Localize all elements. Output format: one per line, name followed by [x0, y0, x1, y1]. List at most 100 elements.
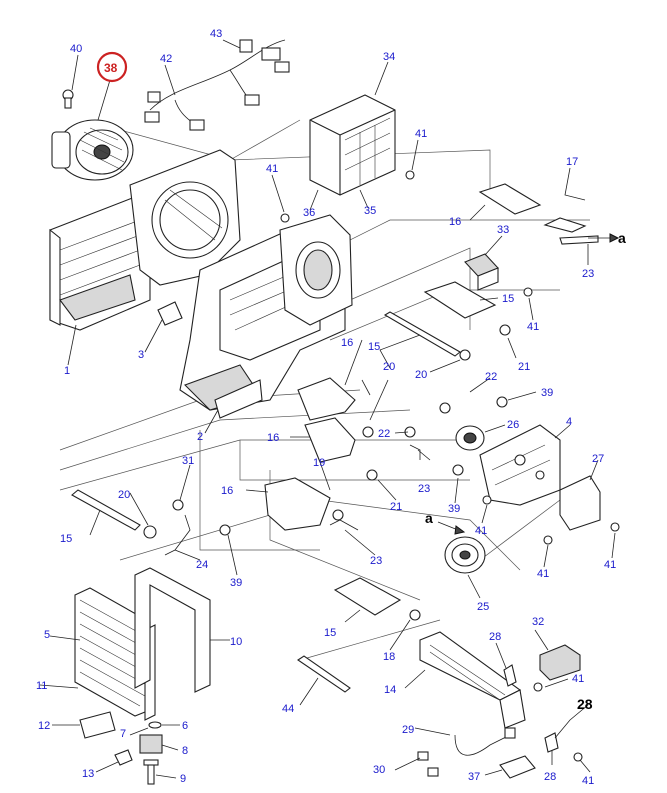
callout-20-b: 20 [415, 369, 427, 381]
actuator-33 [464, 253, 499, 291]
clip-28-a [503, 664, 517, 687]
callout-26: 26 [507, 419, 519, 431]
callout-38: 38 [104, 61, 118, 75]
callout-22-a: 22 [485, 371, 497, 383]
callout-16-d: 16 [221, 485, 233, 497]
callout-41-g: 41 [572, 673, 584, 685]
door-plate-16-b [297, 377, 356, 421]
callout-41-f: 41 [604, 559, 616, 571]
lever-17 [543, 217, 599, 245]
callout-6: 6 [182, 720, 188, 732]
callout-15-a: 15 [502, 293, 514, 305]
heater-case-right [279, 214, 353, 326]
callout-37: 37 [468, 771, 480, 783]
door-plate-16-a [478, 183, 542, 215]
callout-33: 33 [497, 224, 509, 236]
shaft-15-c [71, 489, 141, 531]
wire-29 [454, 727, 516, 756]
callout-24: 24 [196, 559, 208, 571]
fan-25 [444, 536, 486, 574]
filter-box [309, 94, 396, 196]
callout-16-a: 16 [449, 216, 461, 228]
valve-8 [139, 734, 163, 754]
callout-39-c: 39 [230, 577, 242, 589]
callout-8: 8 [182, 745, 188, 757]
callout-1: 1 [64, 365, 70, 377]
plate-15-d [333, 577, 402, 616]
callout-14: 14 [384, 684, 396, 696]
callout-41-b: 41 [266, 163, 278, 175]
callout-28-c: 28 [544, 771, 556, 783]
callout-10: 10 [230, 636, 242, 648]
callout-41-a: 41 [415, 128, 427, 140]
callout-40: 40 [70, 43, 82, 55]
callout-18: 18 [383, 651, 395, 663]
case-cover-10 [134, 567, 211, 693]
callout-43: 43 [210, 28, 222, 40]
callout-2: 2 [197, 431, 203, 443]
clip-3 [157, 301, 183, 326]
actuator-27 [559, 475, 601, 531]
callout-15-d: 15 [324, 627, 336, 639]
callout-9: 9 [180, 773, 186, 785]
callout-labels: 40 38 42 43 34 41 41 36 35 17 16 a 33 23… [36, 28, 626, 787]
callout-42: 42 [160, 53, 172, 65]
callout-16-c: 16 [267, 432, 279, 444]
callout-41-d: 41 [475, 525, 487, 537]
o-ring-6 [148, 721, 162, 729]
callout-36: 36 [303, 207, 315, 219]
callout-7: 7 [120, 728, 126, 740]
callout-21-a: 21 [518, 361, 530, 373]
callout-15-b: 15 [368, 341, 380, 353]
rod-44 [297, 655, 351, 693]
callout-39-b: 39 [448, 503, 460, 515]
fan-scroll-housing [129, 149, 241, 286]
bolt-9 [143, 759, 159, 785]
screws-39 [219, 396, 508, 536]
callout-30: 30 [373, 764, 385, 776]
wire-harness [144, 39, 290, 131]
highlight-circle-38 [96, 51, 128, 83]
callout-20-c: 20 [118, 489, 130, 501]
callout-41-i: 41 [582, 775, 594, 787]
callout-15-c: 15 [60, 533, 72, 545]
callout-44: 44 [282, 703, 294, 715]
seal-12 [79, 711, 116, 739]
callout-28-a: 28 [489, 631, 501, 643]
callout-12: 12 [38, 720, 50, 732]
callout-27: 27 [592, 453, 604, 465]
duct-housing-left [49, 194, 151, 331]
callout-a-top: a [618, 230, 626, 246]
bolt-40 [62, 89, 74, 109]
cover-32 [539, 644, 581, 681]
screws-41 [280, 170, 620, 762]
callout-35: 35 [364, 205, 376, 217]
callout-29: 29 [402, 724, 414, 736]
callout-31: 31 [182, 455, 194, 467]
callout-41-e: 41 [537, 568, 549, 580]
callout-28-b: 28 [577, 696, 593, 712]
leader-lines [39, 39, 616, 779]
callout-3: 3 [138, 349, 144, 361]
callout-11: 11 [36, 680, 47, 692]
actuator-bracket-4 [479, 424, 561, 506]
callout-23-c: 23 [370, 555, 382, 567]
callout-19: 19 [313, 457, 325, 469]
linkages [143, 324, 511, 621]
callout-22-b: 22 [378, 428, 390, 440]
door-plate-16-d [264, 477, 331, 531]
callout-20-a: 20 [383, 361, 395, 373]
callout-41-c: 41 [527, 321, 539, 333]
callout-5: 5 [44, 629, 50, 641]
callout-23-a: 23 [582, 268, 594, 280]
callout-21-b: 21 [390, 501, 402, 513]
heater-core-14 [419, 631, 526, 729]
callout-13: 13 [82, 768, 94, 780]
callout-39-a: 39 [541, 387, 553, 399]
callout-23-b: 23 [418, 483, 430, 495]
callout-16-b: 16 [341, 337, 353, 349]
blower-motor [51, 119, 134, 181]
clip-13 [114, 749, 133, 766]
connectors-30 [417, 751, 439, 777]
